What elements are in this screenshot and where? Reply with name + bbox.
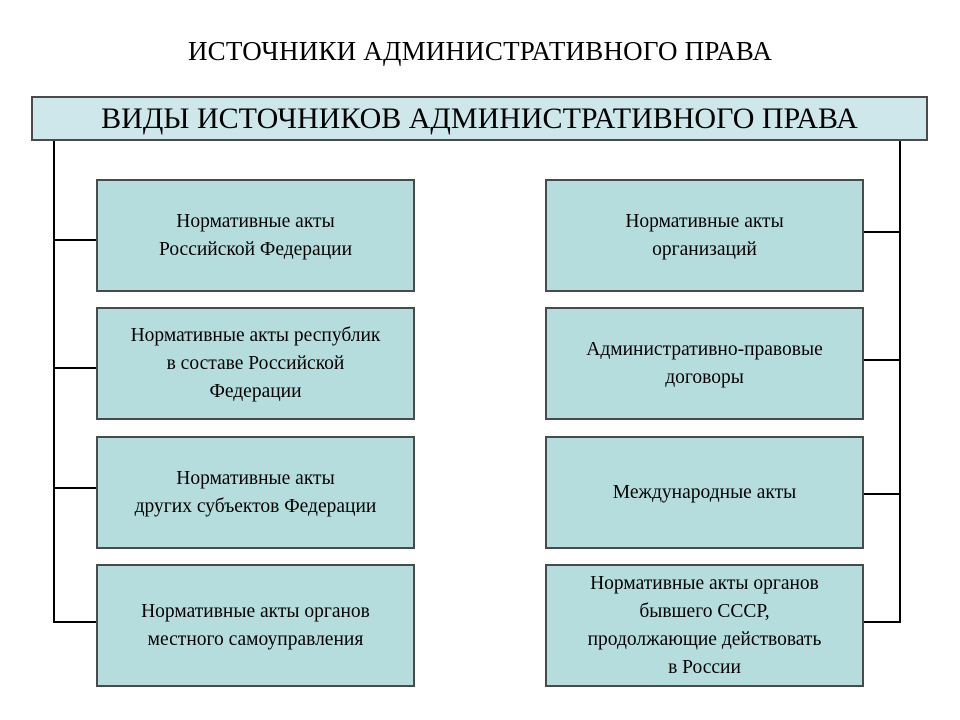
right-branch-line-2 (864, 359, 901, 361)
left-branch-line-2 (53, 367, 96, 369)
right-branch-line-3 (864, 493, 901, 495)
source-box-label: Нормативные акты республик в составе Рос… (130, 324, 381, 402)
source-box-organization-acts: Нормативные акты организаций (545, 179, 864, 292)
source-box-republic-acts: Нормативные акты республик в составе Рос… (96, 307, 415, 420)
source-box-other-subjects-acts: Нормативные акты других субъектов Федера… (96, 436, 415, 549)
left-branch-line-1 (53, 239, 96, 241)
source-box-label: Международные акты (612, 481, 797, 503)
left-branch-line-3 (53, 487, 96, 489)
source-box-label: Нормативные акты органов бывшего СССР, п… (587, 572, 822, 678)
source-box-rf-acts: Нормативные акты Российской Федерации (96, 179, 415, 292)
source-box-label: Нормативные акты органов местного самоуп… (141, 600, 370, 650)
left-trunk-line (53, 141, 55, 623)
source-box-local-government-acts: Нормативные акты органов местного самоуп… (96, 564, 415, 687)
source-box-label: Нормативные акты Российской Федерации (158, 210, 353, 260)
source-box-international-acts: Международные акты (545, 436, 864, 549)
source-box-admin-contracts: Административно-правовые договоры (545, 307, 864, 420)
page-title: ИСТОЧНИКИ АДМИНИСТРАТИВНОГО ПРАВА (187, 36, 773, 66)
header-label: ВИДЫ ИСТОЧНИКОВ АДМИНИСТРАТИВНОГО ПРАВА (101, 101, 858, 135)
source-box-ussr-acts: Нормативные акты органов бывшего СССР, п… (545, 564, 864, 687)
source-box-label: Нормативные акты других субъектов Федера… (134, 467, 377, 517)
right-branch-line-1 (864, 231, 901, 233)
source-box-label: Нормативные акты организаций (625, 210, 784, 260)
right-branch-line-4 (864, 621, 901, 623)
source-box-label: Административно-правовые договоры (586, 338, 823, 388)
left-branch-line-4 (53, 621, 96, 623)
right-trunk-line (899, 141, 901, 623)
header-box: ВИДЫ ИСТОЧНИКОВ АДМИНИСТРАТИВНОГО ПРАВА (31, 96, 928, 141)
